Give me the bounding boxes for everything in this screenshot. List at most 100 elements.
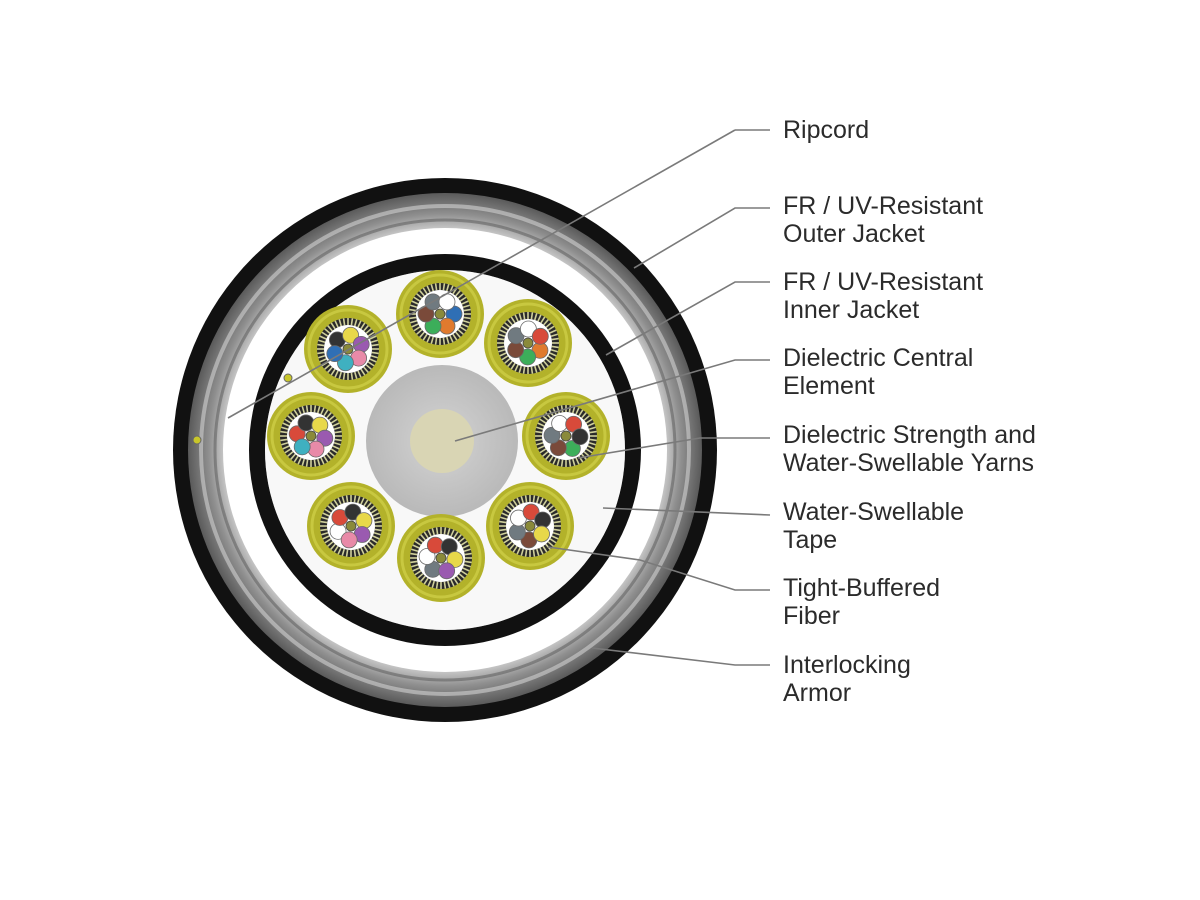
strength-yarn: [462, 304, 470, 309]
strength-yarn: [532, 495, 536, 503]
strength-yarn: [453, 577, 459, 585]
strength-yarn: [462, 567, 470, 572]
strength-yarn: [333, 426, 341, 431]
buffer-tube-highlight: [489, 485, 571, 567]
strength-yarn: [338, 319, 343, 327]
strength-yarn: [588, 426, 596, 431]
strength-yarn: [371, 343, 379, 347]
strength-yarn: [334, 370, 339, 378]
strength-yarn: [332, 422, 340, 427]
label-ripcord-line1: Ripcord: [783, 116, 870, 144]
strength-yarn: [510, 362, 516, 370]
strength-yarn: [548, 455, 554, 463]
strength-yarn: [324, 508, 332, 514]
label-strength-yarns: Dielectric Strength and Water-Swellable …: [783, 421, 1036, 477]
strength-yarn: [460, 540, 468, 546]
tube-center-element: [305, 430, 317, 442]
strength-yarn: [442, 283, 446, 291]
strength-yarn: [507, 360, 513, 367]
strength-yarn: [520, 496, 525, 504]
armor-ring-highlight: [199, 204, 691, 696]
strength-yarn: [504, 322, 511, 328]
tube-center-element: [522, 337, 534, 349]
strength-yarn: [587, 445, 595, 450]
strength-yarn: [457, 293, 464, 299]
strength-yarn: [552, 407, 557, 415]
strength-yarn: [410, 304, 418, 309]
strength-yarn: [446, 528, 451, 536]
strength-yarn: [334, 320, 339, 328]
strength-yarn: [545, 322, 552, 328]
strength-yarn: [281, 426, 289, 431]
strength-yarn: [537, 314, 542, 322]
tight-buffered-fiber: [446, 551, 464, 568]
strength-yarn: [539, 497, 544, 505]
strength-yarn: [568, 405, 572, 413]
strength-yarn: [324, 538, 332, 544]
tube-center-element: [434, 308, 446, 320]
strength-yarn: [419, 290, 425, 297]
strength-yarn: [341, 548, 346, 556]
strength-yarn: [431, 528, 436, 536]
strength-yarn: [422, 287, 428, 295]
strength-yarn: [370, 339, 378, 344]
label-swellable-tape: Water-Swellable Tape: [783, 498, 964, 554]
strength-yarn: [413, 296, 421, 302]
strength-yarn: [459, 326, 467, 332]
strength-yarn: [550, 333, 558, 338]
strength-yarn: [459, 296, 467, 302]
strength-yarn: [545, 358, 552, 364]
strength-yarn: [536, 441, 544, 446]
strength-yarn: [533, 313, 538, 321]
strength-yarn: [571, 458, 576, 466]
strength-yarn: [435, 581, 439, 589]
strength-yarn: [435, 527, 439, 535]
strength-yarn: [365, 328, 372, 334]
strength-yarn: [552, 516, 560, 521]
label-swellable-tape-line2: Tape: [783, 526, 838, 554]
buffer-tube-highlight: [525, 395, 607, 477]
strength-yarn: [297, 457, 302, 465]
strength-yarn: [342, 372, 346, 380]
strength-yarn: [500, 516, 508, 521]
strength-yarn: [449, 335, 454, 343]
strength-yarn: [419, 331, 425, 338]
strength-yarn: [321, 531, 329, 536]
buffer-tube: [307, 482, 395, 570]
buffer-tube-highlight: [307, 308, 389, 390]
strength-yarn: [532, 549, 536, 557]
strength-yarn: [445, 284, 450, 292]
strength-yarn: [503, 508, 511, 514]
strength-yarn: [501, 355, 509, 361]
strength-yarn: [374, 528, 382, 532]
strength-yarn: [363, 366, 369, 373]
strength-yarn: [316, 458, 321, 466]
strength-yarn: [507, 319, 513, 326]
strength-yarn: [297, 407, 302, 415]
tight-buffered-fiber: [522, 503, 540, 521]
strength-yarn: [317, 343, 325, 347]
strength-yarn: [535, 430, 543, 434]
strength-yarn: [501, 512, 509, 517]
strength-yarn: [452, 333, 458, 341]
strength-yarn: [545, 502, 551, 509]
strength-yarn: [583, 415, 590, 421]
strength-yarn: [539, 547, 544, 555]
strength-yarn: [372, 512, 380, 517]
strength-yarn: [414, 570, 422, 576]
buffer-tube: [486, 482, 574, 570]
strength-yarn: [530, 312, 534, 320]
strength-yarn: [334, 430, 342, 434]
strength-yarn: [411, 300, 419, 305]
strength-yarn: [535, 496, 540, 504]
strength-yarn: [305, 459, 309, 467]
strength-yarn: [327, 325, 333, 332]
strength-yarn: [422, 333, 428, 341]
strength-yarn: [547, 541, 554, 547]
buffer-tube: [397, 514, 485, 602]
strength-yarn: [420, 575, 426, 582]
strength-yarn: [330, 448, 338, 454]
strength-yarn: [547, 505, 554, 511]
strength-yarn: [542, 499, 548, 507]
strength-yarn: [318, 339, 326, 344]
